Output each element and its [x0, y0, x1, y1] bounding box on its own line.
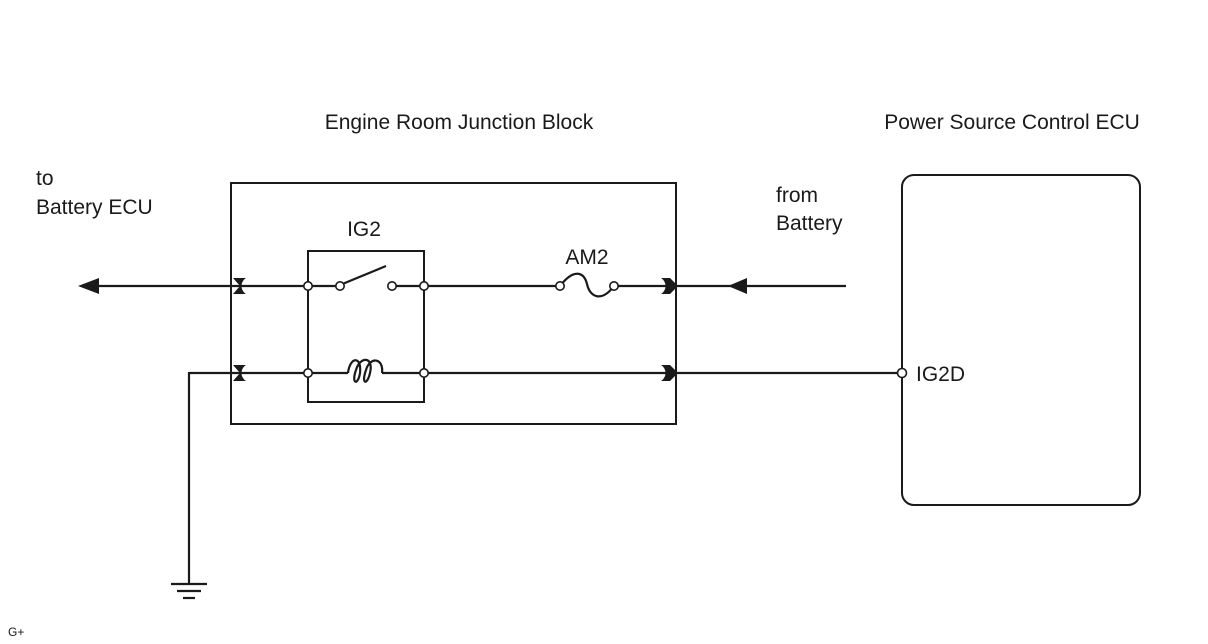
power-ecu-title: Power Source Control ECU: [884, 111, 1140, 134]
relay-terminals: [302, 280, 429, 378]
junction-block-title: Engine Room Junction Block: [325, 111, 594, 134]
fuse-icon: [554, 272, 619, 298]
footnote-label: G+: [8, 625, 24, 639]
battery-ecu-label: Battery ECU: [36, 196, 153, 219]
junction-block-box: [230, 182, 677, 425]
relay-switch-icon: [334, 264, 397, 291]
to-label: to: [36, 167, 54, 190]
arrow-icon: [728, 278, 747, 294]
ecu-terminal-icon: [896, 367, 908, 379]
battery-label: Battery: [776, 212, 843, 235]
ground-symbol-icon: [171, 582, 207, 600]
fuse-label: AM2: [565, 246, 608, 269]
bottom-circuit: [187, 371, 898, 584]
connector-icon: [233, 278, 678, 381]
from-label: from: [776, 184, 818, 207]
relay-box: [307, 250, 425, 403]
ecu-terminal-label: IG2D: [916, 363, 965, 386]
arrow-icon: [78, 278, 99, 294]
relay-label: IG2: [347, 218, 381, 241]
relay-coil-icon: [346, 358, 384, 383]
power-ecu-box: [901, 174, 1141, 506]
